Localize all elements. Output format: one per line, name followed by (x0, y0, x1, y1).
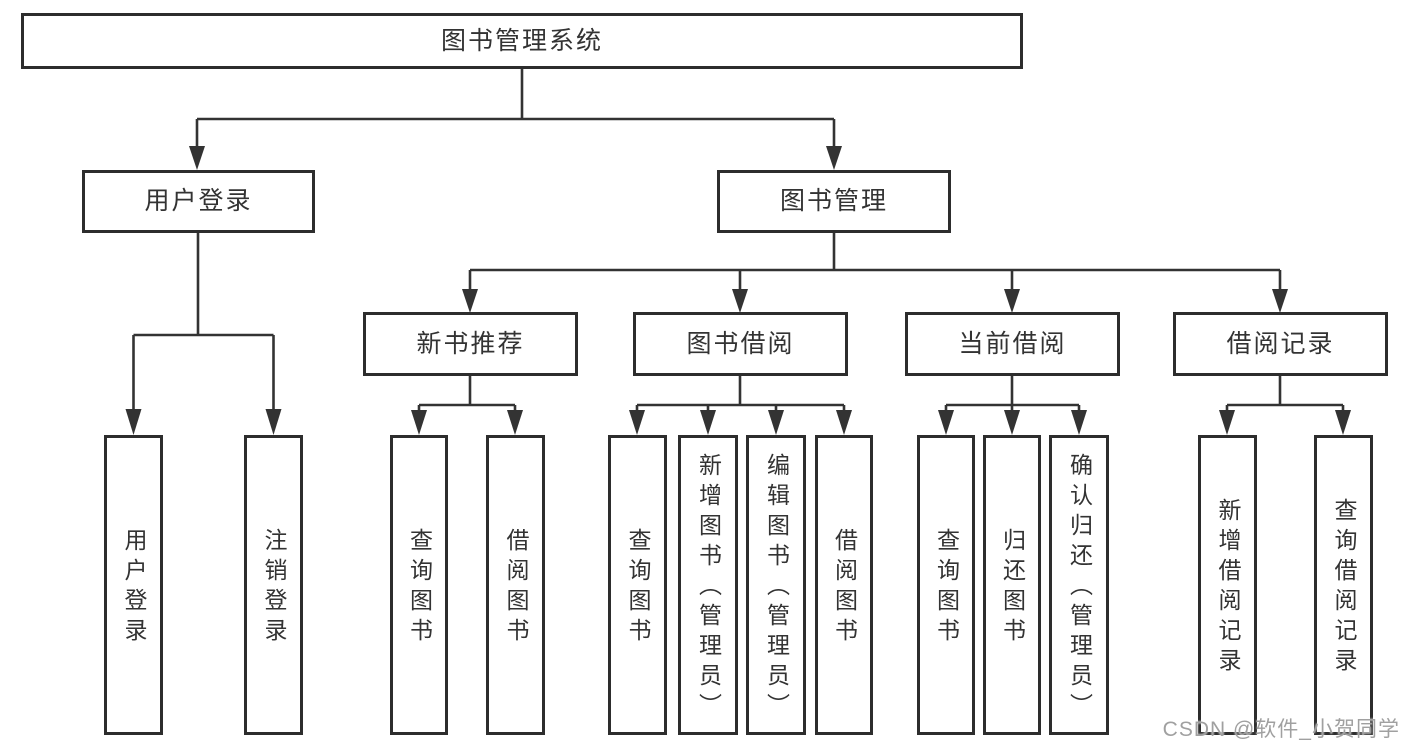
leaf-query-books-current: 查询图书 (917, 435, 975, 735)
node-label: 确认归还（管理员） (1066, 453, 1093, 723)
node-label: 用户登录 (121, 528, 147, 648)
node-label: 借阅图书 (831, 528, 858, 648)
leaf-query-books-recommend: 查询图书 (390, 435, 448, 735)
leaf-edit-books-admin: 编辑图书（管理员） (746, 435, 806, 735)
arrowhead-icons (125, 146, 1351, 435)
node-current-borrowing: 当前借阅 (905, 312, 1120, 376)
node-new-book-recommend: 新书推荐 (363, 312, 578, 376)
leaf-confirm-return-admin: 确认归还（管理员） (1049, 435, 1109, 735)
leaf-borrow-books-recommend: 借阅图书 (486, 435, 545, 735)
node-user-login: 用户登录 (82, 170, 315, 233)
node-label: 借阅图书 (503, 528, 529, 648)
node-label: 查询图书 (933, 528, 960, 648)
node-label: 借阅记录 (1226, 329, 1335, 358)
leaf-user-login: 用户登录 (104, 435, 163, 735)
node-label: 当前借阅 (958, 329, 1067, 358)
node-label: 图书管理 (779, 187, 888, 215)
node-label: 查询图书 (625, 528, 651, 648)
node-label: 用户登录 (144, 187, 253, 215)
leaf-query-books-borrowing: 查询图书 (608, 435, 667, 735)
node-label: 新增借阅记录 (1215, 498, 1241, 678)
node-label: 图书管理系统 (440, 26, 603, 55)
node-label: 新增图书（管理员） (695, 453, 722, 723)
node-label: 归还图书 (999, 528, 1026, 648)
leaf-add-books-admin: 新增图书（管理员） (678, 435, 738, 735)
node-label: 注销登录 (261, 528, 287, 648)
node-label: 图书借阅 (686, 329, 795, 358)
leaf-add-borrow-record: 新增借阅记录 (1198, 435, 1257, 735)
leaf-query-borrow-record: 查询借阅记录 (1314, 435, 1373, 735)
leaf-return-books: 归还图书 (983, 435, 1041, 735)
leaf-logout: 注销登录 (244, 435, 303, 735)
node-label: 编辑图书（管理员） (763, 453, 790, 723)
node-label: 查询图书 (406, 528, 433, 648)
csdn-watermark: CSDN @软件_小贺同学 (1162, 718, 1400, 741)
node-label: 新书推荐 (416, 329, 525, 358)
node-book-borrowing: 图书借阅 (633, 312, 848, 376)
node-label: 查询借阅记录 (1331, 498, 1357, 678)
leaf-borrow-books-borrowing: 借阅图书 (815, 435, 873, 735)
node-library-management-system: 图书管理系统 (21, 13, 1023, 69)
node-book-management: 图书管理 (717, 170, 951, 233)
node-borrowing-records: 借阅记录 (1173, 312, 1388, 376)
